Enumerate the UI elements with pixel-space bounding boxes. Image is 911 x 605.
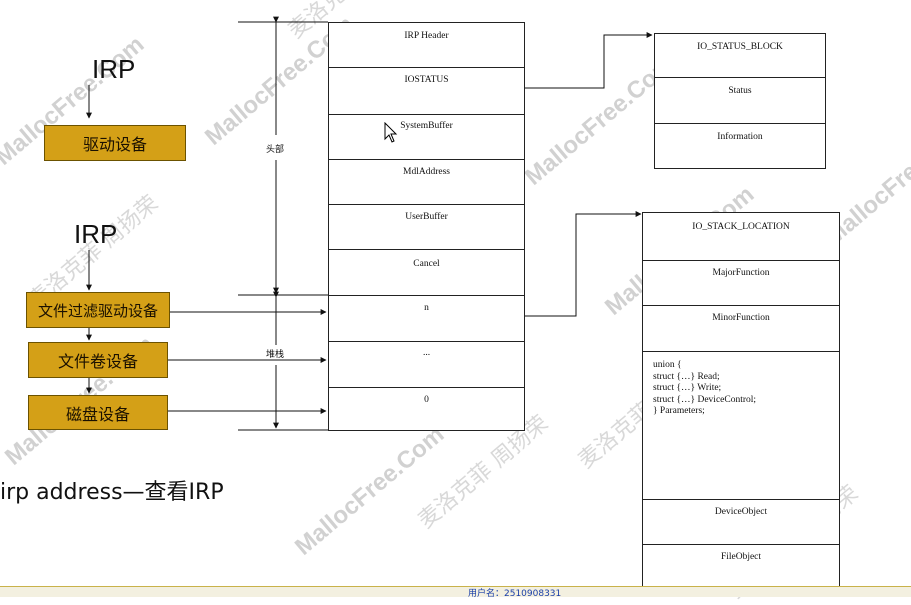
volume-device-label: 文件卷设备 <box>57 352 138 371</box>
stack-label: 堆栈 <box>266 350 285 360</box>
filter-driver-device-box: 文件过滤驱动设备 <box>26 292 170 328</box>
mouse-cursor-icon <box>384 122 398 143</box>
irp-row: n <box>329 296 524 342</box>
io-stack-row: FileObject <box>720 552 762 562</box>
io-stack-row: MajorFunction <box>643 261 839 306</box>
io-status-block-table: IO_STATUS_BLOCK Status Information <box>654 33 826 169</box>
irp-row: 0 <box>424 395 429 405</box>
irp-row: ... <box>329 342 524 388</box>
io-stack-row: MinorFunction <box>643 306 839 352</box>
irp-label: IRP <box>74 219 118 249</box>
irp-address-caption: irp address—查看IRP <box>0 480 224 505</box>
irp-row: Cancel <box>329 250 524 296</box>
io-stack-union: union { struct {…} Read; struct {…} Writ… <box>643 352 839 500</box>
filter-driver-device-label: 文件过滤驱动设备 <box>37 301 158 320</box>
io-status-title: IO_STATUS_BLOCK <box>655 34 825 78</box>
irp-label: IRP <box>92 54 136 84</box>
irp-row: IOSTATUS <box>329 68 524 115</box>
disk-device-box: 磁盘设备 <box>28 395 168 430</box>
footer-strip <box>0 586 911 597</box>
irp-struct-table: IRP Header IOSTATUS SystemBuffer MdlAddr… <box>328 22 525 431</box>
irp-row: SystemBuffer <box>329 115 524 160</box>
irp-row: MdlAddress <box>329 160 524 205</box>
irp-row: IRP Header <box>329 23 524 68</box>
io-stack-location-table: IO_STACK_LOCATION MajorFunction MinorFun… <box>642 212 840 596</box>
io-stack-row: DeviceObject <box>643 500 839 545</box>
volume-device-box: 文件卷设备 <box>28 342 168 378</box>
driver-device-label: 驱动设备 <box>82 135 147 154</box>
disk-device-label: 磁盘设备 <box>65 404 130 424</box>
io-status-row: Information <box>717 132 763 142</box>
irp-row: UserBuffer <box>329 205 524 250</box>
io-stack-title: IO_STACK_LOCATION <box>643 213 839 261</box>
header-label: 头部 <box>266 145 285 155</box>
user-id-label: 用户名：2510908331 <box>468 589 562 599</box>
driver-device-box: 驱动设备 <box>44 125 186 161</box>
io-status-row: Status <box>655 78 825 124</box>
